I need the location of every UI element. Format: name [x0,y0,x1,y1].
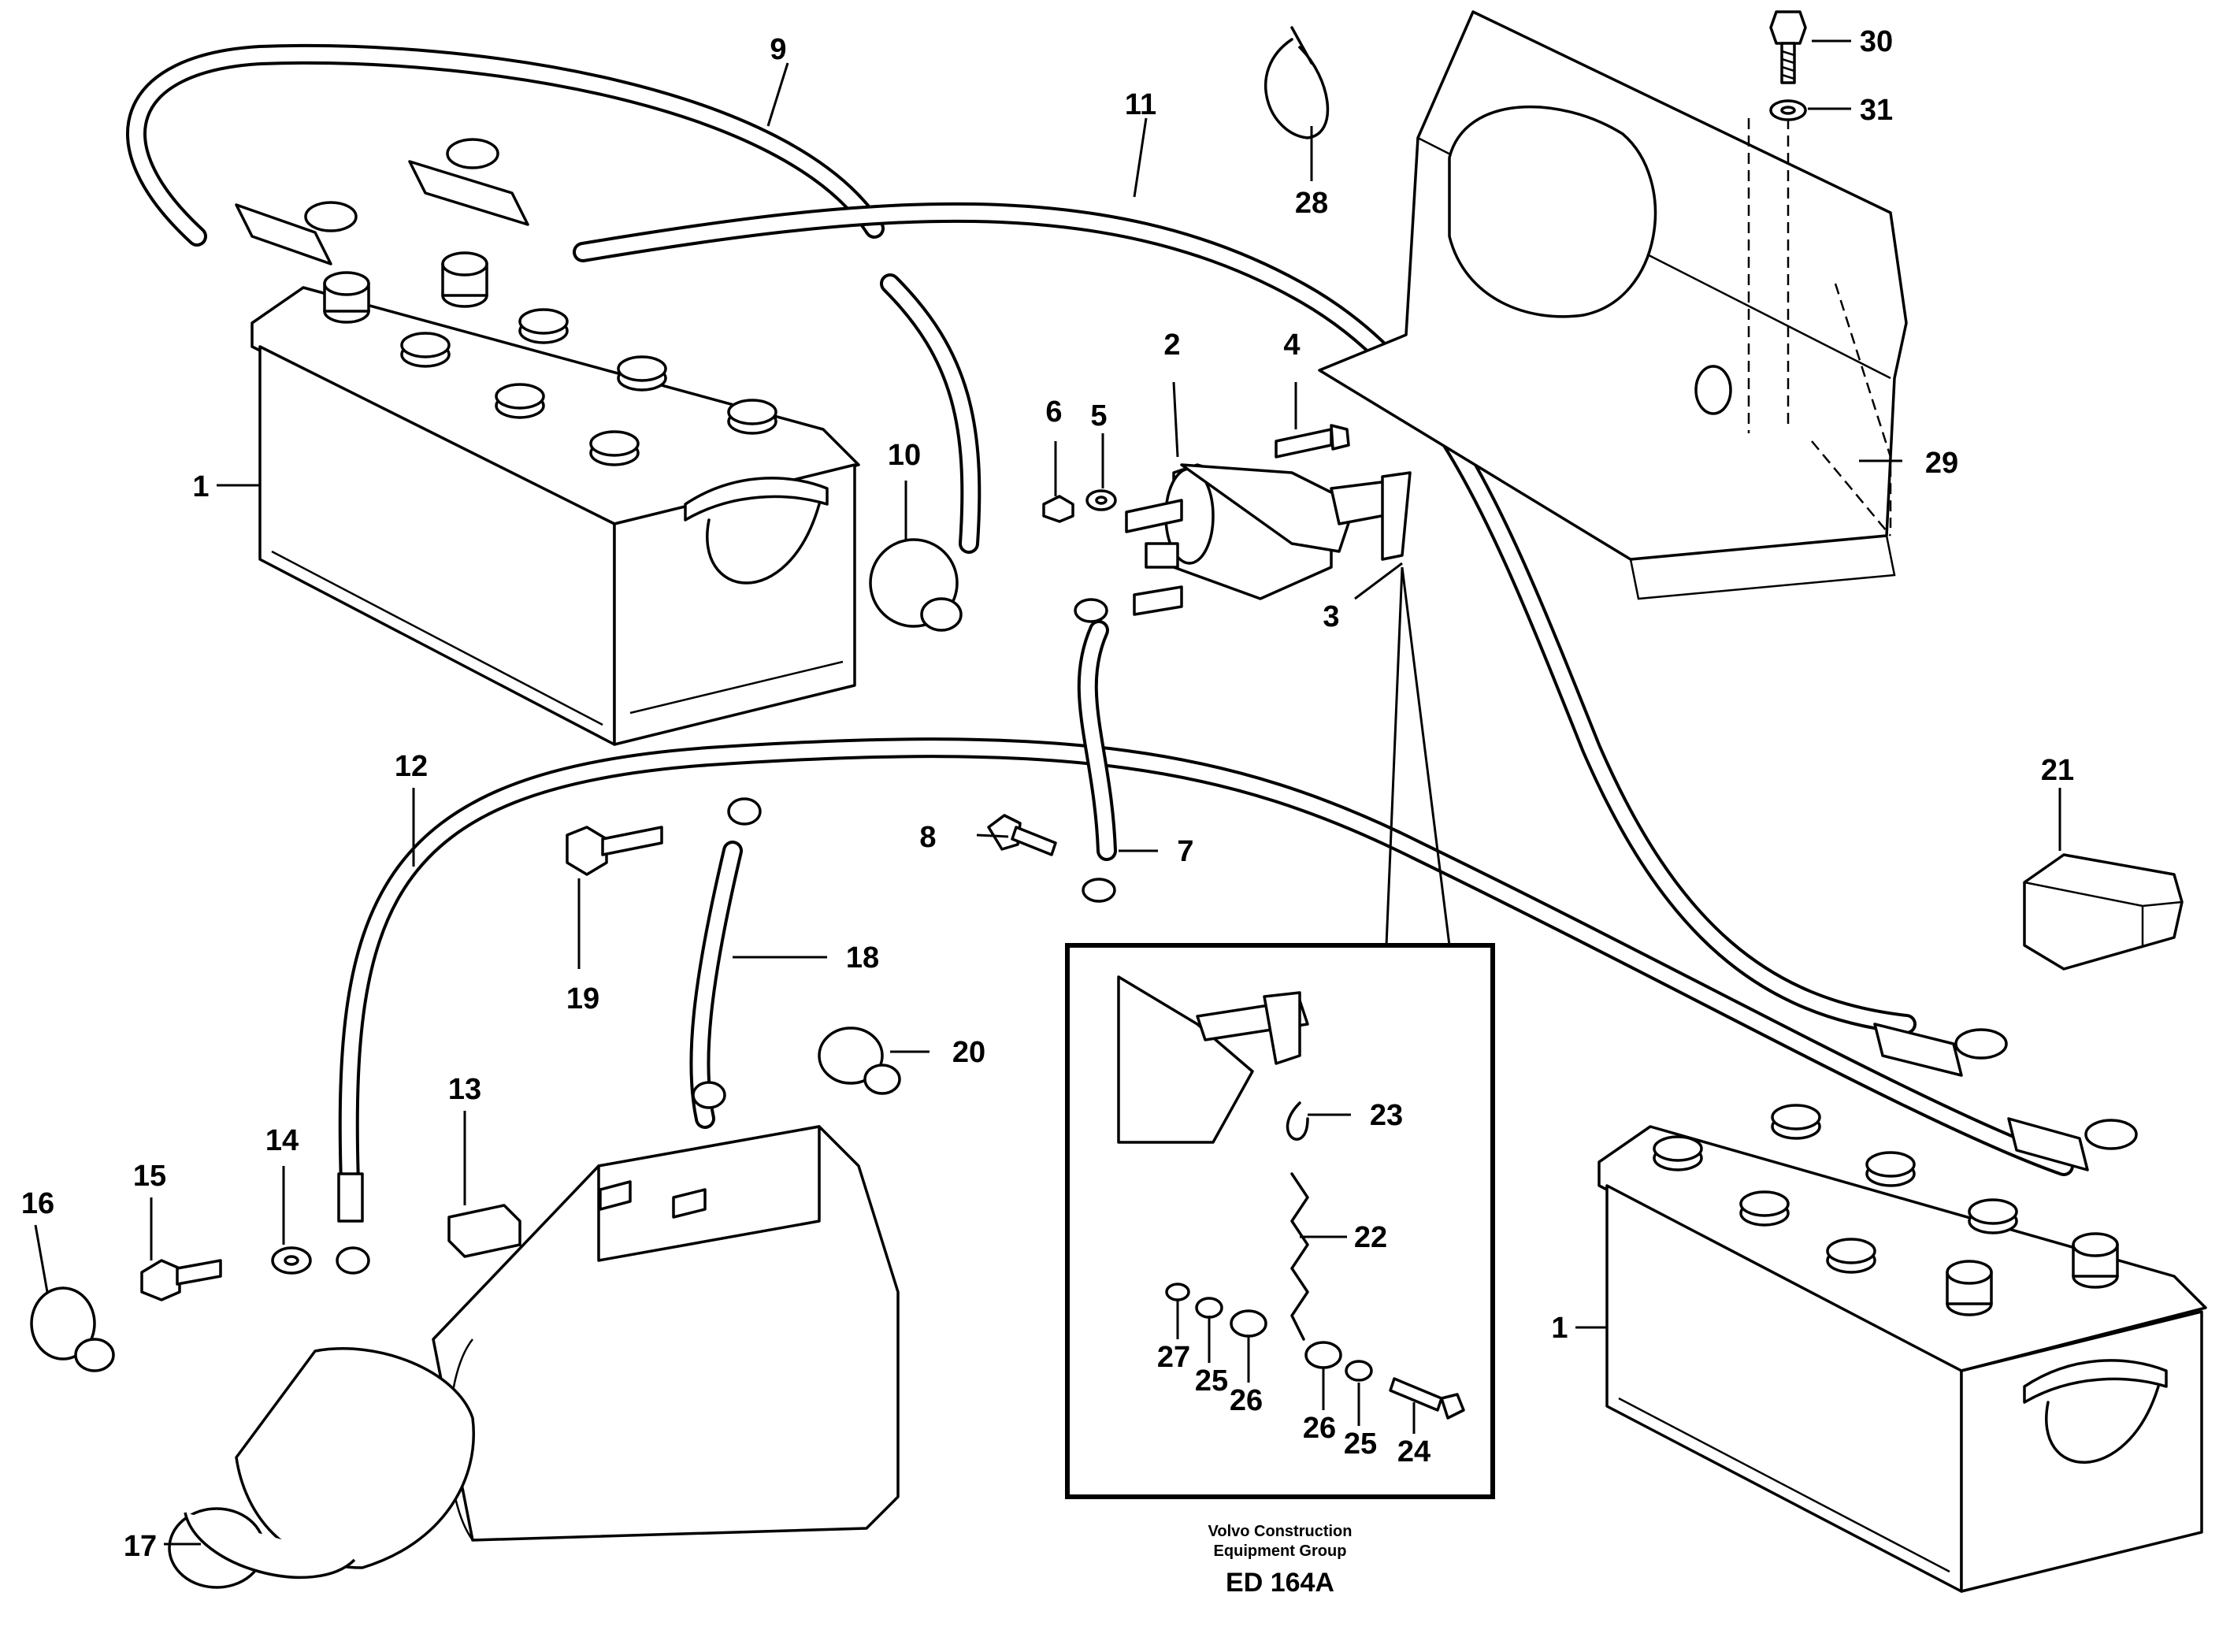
bolt-15 [140,1259,222,1301]
drawing-code: ED 164A [1226,1568,1334,1598]
company-name-line1: Volvo Construction [1208,1523,1353,1540]
callout-16: 16 [21,1187,54,1220]
footer: Volvo Construction Equipment Group ED 16… [1208,1523,1353,1598]
cover-20 [818,1026,901,1095]
washer-14 [271,1246,312,1275]
callout-20: 20 [952,1036,985,1069]
bracket-29 [1318,10,1908,600]
callout-12: 12 [395,750,428,783]
callout-25-left: 25 [1195,1364,1228,1398]
washer-31 [1769,99,1807,121]
callout-29: 29 [1925,447,1958,480]
battery-lower [1597,1023,2207,1593]
callout-17: 17 [124,1530,157,1563]
callout-26-left: 26 [1230,1384,1263,1417]
callout-15: 15 [133,1160,166,1193]
callout-6: 6 [1045,395,1062,429]
cover-10 [869,538,963,632]
callout-9: 9 [770,33,786,66]
callout-1-upper: 1 [192,470,209,503]
callout-labels: 9 11 28 30 31 1 2 4 5 6 10 3 29 21 12 8 … [21,25,2074,1563]
callout-31: 31 [1860,94,1893,127]
washer-5 [1085,489,1117,511]
callout-11: 11 [1125,88,1156,121]
callout-19: 19 [566,982,599,1015]
callout-21: 21 [2041,754,2074,787]
leader-lines [34,39,2061,1546]
callout-14: 14 [265,1124,299,1157]
callout-10: 10 [888,439,921,472]
callout-5: 5 [1090,399,1107,432]
callout-30: 30 [1860,25,1893,58]
nut-6 [1042,495,1074,523]
callout-1-lower: 1 [1551,1312,1568,1345]
cable-12-lug [336,1172,370,1275]
callout-18: 18 [846,941,879,974]
callout-8: 8 [919,821,936,854]
starter-motor [168,1125,900,1589]
callout-27: 27 [1157,1341,1190,1374]
cable-12 [338,737,2074,1216]
callout-2: 2 [1163,329,1180,362]
bolt-4 [1275,424,1350,458]
main-switch [1125,463,1412,616]
callout-22: 22 [1354,1221,1387,1254]
bolt-8 [987,814,1057,856]
cable-7 [1074,598,1117,903]
callout-26-right: 26 [1303,1412,1336,1445]
company-name-line2: Equipment Group [1214,1542,1347,1560]
cable-9 [126,43,885,247]
cable-tie-28 [1263,26,1330,139]
battery-upper [235,138,860,746]
callout-23: 23 [1370,1099,1403,1132]
bolt-30 [1769,10,1807,84]
callout-4: 4 [1283,329,1300,362]
callout-13: 13 [448,1073,481,1106]
detail-inset [1065,566,1495,1499]
callout-28: 28 [1295,187,1328,220]
terminal-cover-21 [2023,853,2184,971]
callout-25-right: 25 [1344,1427,1377,1461]
cable-10-lead [880,273,981,554]
cover-16 [30,1286,115,1372]
callout-7: 7 [1177,835,1193,868]
callout-24: 24 [1397,1435,1430,1468]
callout-3: 3 [1323,600,1339,633]
nut-13 [447,1204,521,1258]
cable-18 [689,797,762,1129]
bolt-19 [566,826,663,876]
